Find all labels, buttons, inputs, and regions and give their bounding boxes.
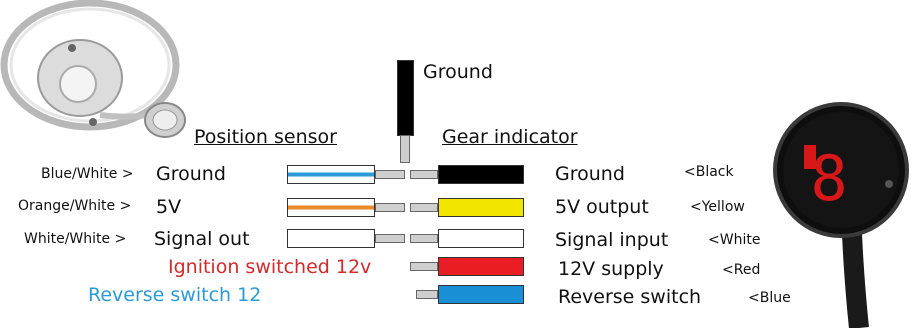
indicator-stub-4: [410, 262, 438, 271]
sensor-stub-2: [375, 203, 405, 212]
ground-vertical-stub: [400, 135, 410, 163]
sensor-stub-3: [375, 234, 405, 243]
right-color-label-3: <White: [708, 232, 761, 248]
gear-indicator-photo: 8: [773, 102, 909, 328]
left-label-3: Signal out: [154, 228, 250, 250]
right-label-3: Signal input: [555, 229, 669, 251]
right-label-4: 12V supply: [558, 258, 664, 280]
position-sensor-photo: [0, 0, 186, 138]
right-label-2: 5V output: [555, 196, 649, 218]
left-color-label-1: Blue/White >: [41, 166, 134, 182]
left-color-label-2: Orange/White >: [18, 198, 132, 214]
indicator-wire-3: [438, 229, 524, 248]
sensor-wire-3: [287, 229, 375, 248]
left-label-4: Ignition switched 12v: [168, 256, 372, 278]
gear-digit: 8: [810, 142, 847, 215]
sensor-wire-2: [287, 198, 375, 217]
indicator-stub-2: [410, 203, 438, 212]
left-label-5: Reverse switch 12: [88, 284, 262, 306]
left-label-1: Ground: [156, 163, 226, 185]
indicator-wire-2: [438, 198, 524, 217]
indicator-stub-1: [410, 170, 438, 179]
indicator-stub-3: [410, 234, 438, 243]
right-color-label-2: <Yellow: [690, 199, 745, 215]
right-color-label-4: <Red: [722, 262, 761, 278]
right-color-label-1: <Black: [684, 164, 734, 180]
left-color-label-3: White/White >: [24, 231, 127, 247]
indicator-wire-5: [438, 285, 524, 304]
sensor-wire-1: [287, 165, 375, 184]
indicator-stub-5: [416, 290, 438, 299]
right-color-label-5: <Blue: [748, 290, 791, 306]
right-label-5: Reverse switch: [558, 286, 702, 308]
indicator-wire-4: [438, 257, 524, 276]
position-sensor-header: Position sensor: [194, 126, 337, 148]
gear-indicator-header: Gear indicator: [442, 126, 578, 148]
indicator-wire-1: [438, 165, 524, 184]
ground-vertical-wire: [397, 60, 414, 136]
sensor-stub-1: [375, 170, 405, 179]
left-label-2: 5V: [156, 196, 182, 218]
right-label-1: Ground: [555, 163, 625, 185]
ground-top-label: Ground: [423, 61, 493, 83]
